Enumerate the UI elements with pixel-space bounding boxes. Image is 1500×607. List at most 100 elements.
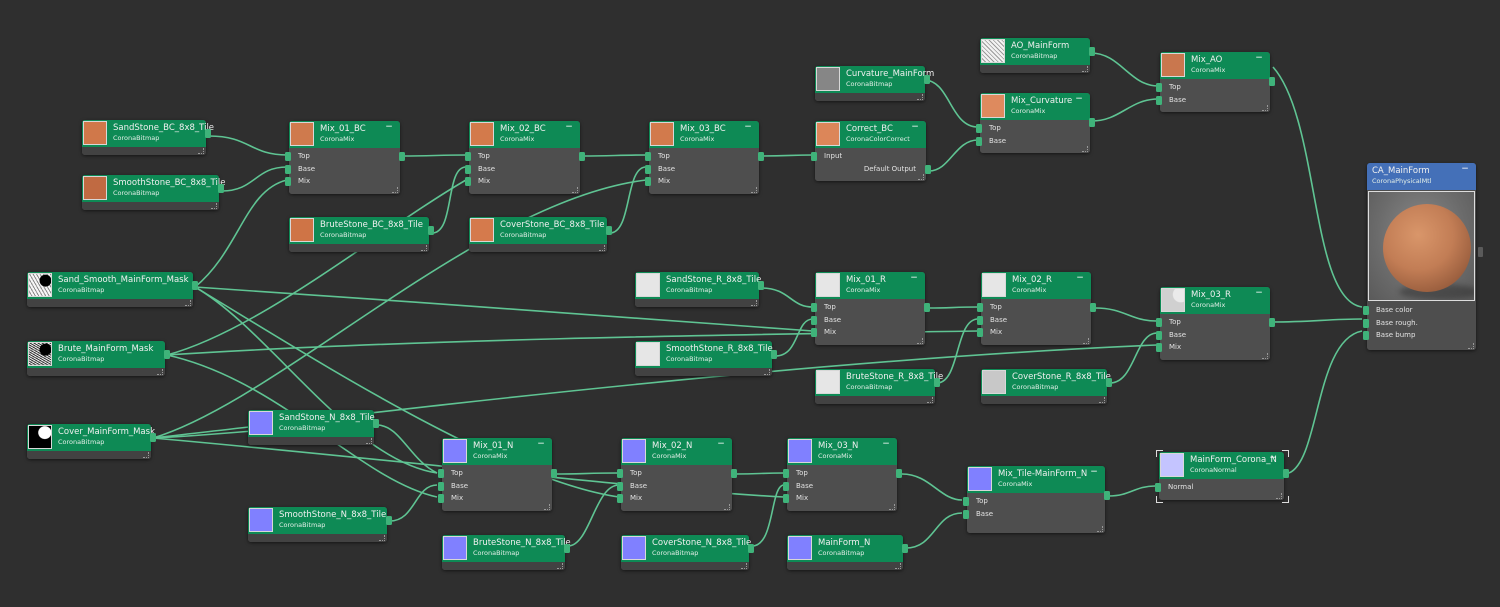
input-port[interactable] [617,481,623,491]
node-header[interactable]: Mix_03_BC CoronaMix − [649,121,759,148]
resize-grip-icon[interactable] [143,452,149,458]
node-header[interactable]: Mix_02_N CoronaMix − [621,438,732,465]
resize-grip-icon[interactable] [917,337,923,344]
node-curvature[interactable]: Curvature_MainForm CoronaBitmap [815,66,934,101]
node-mix-02-r[interactable]: Mix_02_R CoronaMix − Top Base Mix [977,272,1096,345]
output-port[interactable] [758,152,764,161]
node-header[interactable]: SmoothStone_BC_8x8_Tile CoronaBitmap [82,175,225,202]
collapse-icon[interactable]: − [1255,53,1263,63]
output-port[interactable] [1269,77,1275,86]
node-sandstone-bc[interactable]: SandStone_BC_8x8_Tile CoronaBitmap [82,120,214,155]
output-port[interactable] [924,303,930,312]
collapse-icon[interactable]: − [1090,467,1098,477]
node-header[interactable]: MainForm_Corona_N CoronaNormal − [1159,452,1289,479]
node-header[interactable]: Curvature_MainForm CoronaBitmap [815,66,934,93]
node-mix-02-bc[interactable]: Mix_02_BC CoronaMix − Top Base Mix [465,121,585,194]
resize-grip-icon[interactable] [1097,526,1103,532]
collapse-icon[interactable]: − [1076,273,1084,283]
node-header[interactable]: CA_MainForm CoronaPhysicalMtl − [1367,163,1476,190]
node-sandstone-n[interactable]: SandStone_N_8x8_Tile CoronaBitmap [248,410,379,445]
output-port[interactable] [731,469,737,478]
resize-grip-icon[interactable] [764,369,770,375]
input-port[interactable] [783,494,789,503]
input-port[interactable] [811,328,817,337]
resize-grip-icon[interactable] [895,563,901,569]
input-port[interactable] [963,497,969,506]
node-header[interactable]: Mix_01_R CoronaMix − [815,272,925,299]
input-port[interactable] [963,509,969,519]
input-port[interactable] [1156,83,1162,92]
collapse-icon[interactable]: − [882,439,890,449]
resize-grip-icon[interactable] [557,563,563,569]
input-port[interactable] [976,124,982,133]
node-mix-01-n[interactable]: Mix_01_N CoronaMix − Top Base Mix [438,438,557,511]
input-port[interactable] [811,315,817,325]
resize-grip-icon[interactable] [918,174,924,180]
node-header[interactable]: CoverStone_N_8x8_Tile CoronaBitmap [621,535,754,562]
output-port[interactable] [1269,318,1275,327]
node-header[interactable]: Mix_03_N CoronaMix − [787,438,897,465]
resize-grip-icon[interactable] [366,438,372,444]
node-coverstone-bc[interactable]: CoverStone_BC_8x8_Tile CoronaBitmap [469,217,612,252]
resize-grip-icon[interactable] [741,563,747,569]
input-port[interactable] [977,303,983,312]
node-mix-ao[interactable]: Mix_AO CoronaMix − Top Base [1156,52,1275,112]
node-ao[interactable]: AO_MainForm CoronaBitmap [980,38,1095,73]
node-header[interactable]: BruteStone_N_8x8_Tile CoronaBitmap [442,535,571,562]
resize-grip-icon[interactable] [1276,492,1282,499]
output-port[interactable] [748,544,754,553]
resize-grip-icon[interactable] [1262,352,1268,359]
output-port[interactable] [150,433,156,442]
input-port[interactable] [617,494,623,503]
node-coverstone-r[interactable]: CoverStone_R_8x8_Tile CoronaBitmap [981,369,1112,404]
node-header[interactable]: Sand_Smooth_MainForm_Mask CoronaBitmap [27,272,198,299]
collapse-icon[interactable]: − [911,122,919,132]
output-port[interactable] [1283,469,1289,478]
node-header[interactable]: Mix_01_BC CoronaMix − [289,121,400,148]
node-header[interactable]: AO_MainForm CoronaBitmap [980,38,1095,65]
output-port[interactable] [1106,378,1112,387]
node-coverstone-n[interactable]: CoverStone_N_8x8_Tile CoronaBitmap [621,535,754,570]
node-brutestone-n[interactable]: BruteStone_N_8x8_Tile CoronaBitmap [442,535,571,570]
node-mix-03-r[interactable]: Mix_03_R CoronaMix − Top Base Mix [1156,287,1275,360]
node-mix-03-n[interactable]: Mix_03_N CoronaMix − Top Base Mix [783,438,902,511]
output-port[interactable] [205,129,211,138]
collapse-icon[interactable]: − [1269,453,1277,463]
output-port[interactable] [192,281,198,290]
node-sand-smooth-mask[interactable]: Sand_Smooth_MainForm_Mask CoronaBitmap [27,272,198,307]
node-correct-bc[interactable]: Correct_BC CoronaColorCorrect − Input De… [811,121,931,181]
node-header[interactable]: SmoothStone_N_8x8_Tile CoronaBitmap [248,507,392,534]
node-header[interactable]: CoverStone_BC_8x8_Tile CoronaBitmap [469,217,612,244]
input-port[interactable] [438,494,444,503]
input-port[interactable] [645,152,651,161]
output-port[interactable] [564,544,570,553]
node-header[interactable]: Mix_AO CoronaMix − [1160,52,1270,79]
output-port[interactable] [551,469,557,478]
input-port[interactable] [1363,318,1369,328]
node-header[interactable]: Mix_Tile-MainForm_N CoronaMix − [967,466,1105,493]
resize-grip-icon[interactable] [751,300,757,306]
input-port[interactable] [811,303,817,312]
input-port[interactable] [1156,318,1162,327]
output-port[interactable] [386,516,392,525]
resize-grip-icon[interactable] [599,245,605,251]
node-mix-03-bc[interactable]: Mix_03_BC CoronaMix − Top Base Mix [645,121,764,194]
input-port[interactable] [285,177,291,186]
output-port[interactable] [1089,118,1095,127]
node-brute-mask[interactable]: Brute_MainForm_Mask CoronaBitmap [27,341,170,376]
node-header[interactable]: BruteStone_BC_8x8_Tile CoronaBitmap [289,217,434,244]
node-header[interactable]: MainForm_N CoronaBitmap [787,535,908,562]
input-port[interactable] [811,152,817,161]
collapse-icon[interactable]: − [537,439,545,449]
resize-grip-icon[interactable] [724,503,730,510]
resize-grip-icon[interactable] [1099,397,1105,403]
resize-grip-icon[interactable] [1082,146,1088,152]
input-port[interactable] [285,152,291,161]
input-port[interactable] [1156,343,1162,352]
resize-grip-icon[interactable] [198,148,204,154]
resize-grip-icon[interactable] [889,503,895,510]
output-port[interactable] [771,350,777,359]
output-port[interactable] [606,226,612,235]
node-brutestone-r[interactable]: BruteStone_R_8x8_Tile CoronaBitmap [815,369,943,404]
node-sandstone-r[interactable]: SandStone_R_8x8_Tile CoronaBitmap [635,272,764,307]
